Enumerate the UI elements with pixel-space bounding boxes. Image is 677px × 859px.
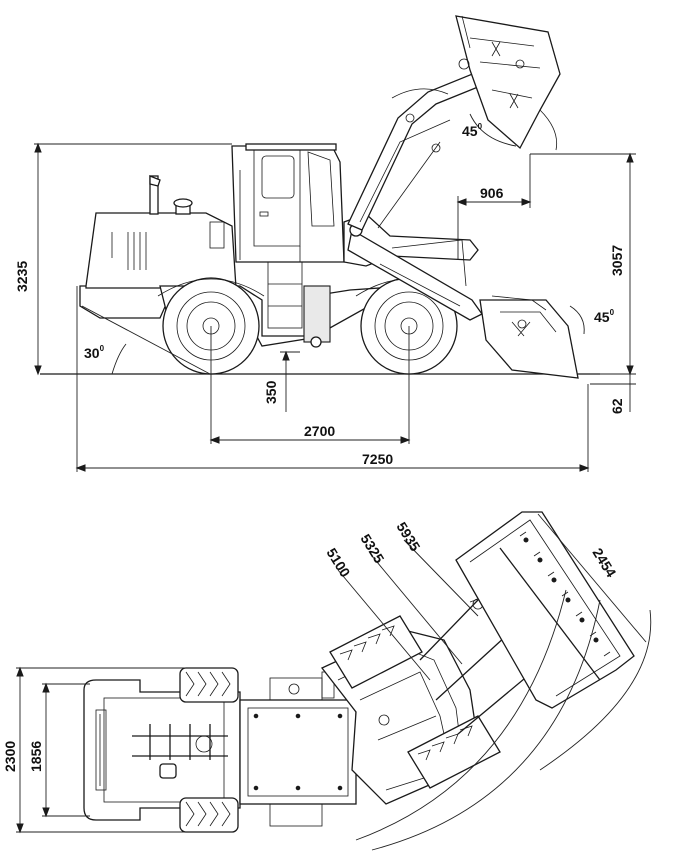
dim-wheelbase: 2700 [304, 423, 335, 439]
side-view-labels: 3235 3057 62 350 906 2700 7250 300 450 4… [14, 122, 625, 467]
bucket-lowered [479, 299, 579, 379]
side-view-loader [40, 15, 600, 379]
top-front-tire-left [329, 615, 423, 689]
engine-hood [85, 212, 237, 289]
top-view-loader [83, 511, 635, 833]
angle-rollback-degree: 0 [610, 308, 615, 317]
exhaust-stack [149, 175, 159, 215]
angle-approach-degree: 0 [100, 344, 105, 353]
lift-arm-lowered [347, 228, 483, 321]
angle-rollback-value: 45 [594, 309, 610, 325]
top-bucket [455, 511, 635, 709]
angle-approach-value: 30 [84, 345, 100, 361]
angle-rollback: 450 [594, 308, 615, 325]
bucket-raised [455, 15, 561, 150]
dim-tread-width: 1856 [28, 741, 44, 772]
dim-radius-2: 5325 [357, 531, 387, 566]
dim-overall-width: 2300 [2, 741, 18, 772]
cab [231, 145, 345, 263]
dim-ground-clearance: 350 [263, 380, 279, 404]
top-front-tire-right [407, 715, 501, 789]
dim-bucket-reach: 906 [480, 185, 504, 201]
dim-radius-3: 5935 [393, 519, 423, 554]
dim-radius-1: 5100 [323, 545, 353, 580]
cab-steps [267, 261, 303, 329]
angle-approach: 300 [84, 344, 105, 361]
rear-counterweight [79, 285, 169, 319]
arc-radius-1 [355, 589, 567, 841]
angle-dump-degree: 0 [478, 122, 483, 131]
dim-dig-depth: 62 [609, 398, 625, 414]
top-view-dimensions [16, 513, 652, 851]
angle-dump: 450 [462, 122, 483, 139]
top-rear-body [83, 679, 241, 821]
dim-overall-length: 7250 [362, 451, 393, 467]
dim-dump-height: 3057 [609, 245, 625, 276]
articulation-joint [303, 285, 331, 343]
arc-radius-2 [371, 599, 601, 851]
arc-radius-3 [539, 609, 652, 771]
angle-dump-value: 45 [462, 123, 478, 139]
dim-bucket-width: 2454 [589, 545, 619, 580]
cab-window [261, 155, 295, 199]
dim-overall-height: 3235 [14, 261, 30, 292]
side-view-dimensions [34, 113, 636, 472]
